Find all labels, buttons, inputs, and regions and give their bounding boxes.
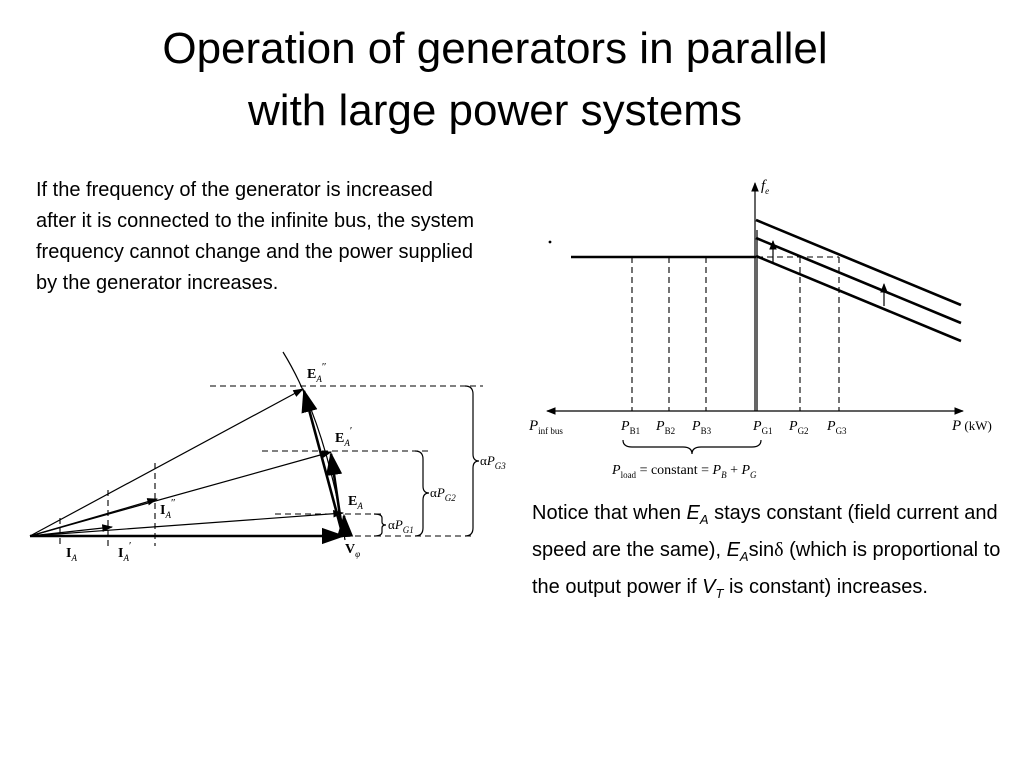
left-paragraph: If the frequency of the generator is inc… bbox=[36, 179, 475, 294]
label-ia2: IA″ bbox=[160, 497, 176, 520]
label-apg1: αPG1 bbox=[388, 517, 414, 535]
tick-label-pg2: PG2 bbox=[788, 419, 809, 436]
label-ea: EA bbox=[348, 494, 363, 511]
ea-phasor bbox=[29, 509, 345, 537]
jxs-ia-phasor bbox=[336, 513, 354, 538]
title-line-2: with large power systems bbox=[248, 86, 742, 135]
label-apg2: αPG2 bbox=[430, 485, 456, 503]
tick-label-pg1: PG1 bbox=[752, 419, 773, 436]
bracket-pg1 bbox=[373, 513, 387, 537]
ea2-phasor bbox=[29, 388, 304, 537]
droop-line-2 bbox=[755, 236, 962, 325]
label-v-phi: Vφ bbox=[345, 542, 360, 559]
label-ia1: IA′ bbox=[118, 540, 131, 563]
label-ea1: EA′ bbox=[335, 425, 352, 448]
tick-label-pb1: PB1 bbox=[620, 419, 640, 436]
label-ea2: EA″ bbox=[307, 361, 326, 384]
droop-line-1 bbox=[755, 254, 962, 343]
tick-label-pg3: PG3 bbox=[826, 419, 847, 436]
load-brace bbox=[622, 439, 762, 455]
slide-title: Operation of generators in parallel with… bbox=[60, 18, 930, 142]
title-line-1: Operation of generators in parallel bbox=[162, 24, 828, 73]
p-axis-left-label: Pinf bus bbox=[528, 418, 563, 436]
right-paragraph: Notice that when EA stays constant (fiel… bbox=[532, 502, 1001, 601]
bracket-pg2 bbox=[414, 450, 430, 537]
label-apg3: αPG3 bbox=[480, 453, 506, 471]
droop-line-3 bbox=[755, 218, 962, 307]
ia2-phasor bbox=[29, 498, 159, 537]
load-equation: Pload = constant = PB + PG bbox=[611, 463, 757, 480]
p-axis-right-label: P (kW) bbox=[951, 418, 992, 434]
bracket-pg3 bbox=[464, 385, 480, 537]
jxs-ia2-phasor bbox=[301, 388, 345, 537]
tick-label-pb2: PB2 bbox=[655, 419, 675, 436]
label-ia: IA bbox=[66, 546, 77, 563]
ia1-phasor bbox=[29, 524, 114, 537]
fe-axis-label: fe bbox=[761, 178, 769, 196]
tick-label-pb3: PB3 bbox=[691, 419, 712, 436]
